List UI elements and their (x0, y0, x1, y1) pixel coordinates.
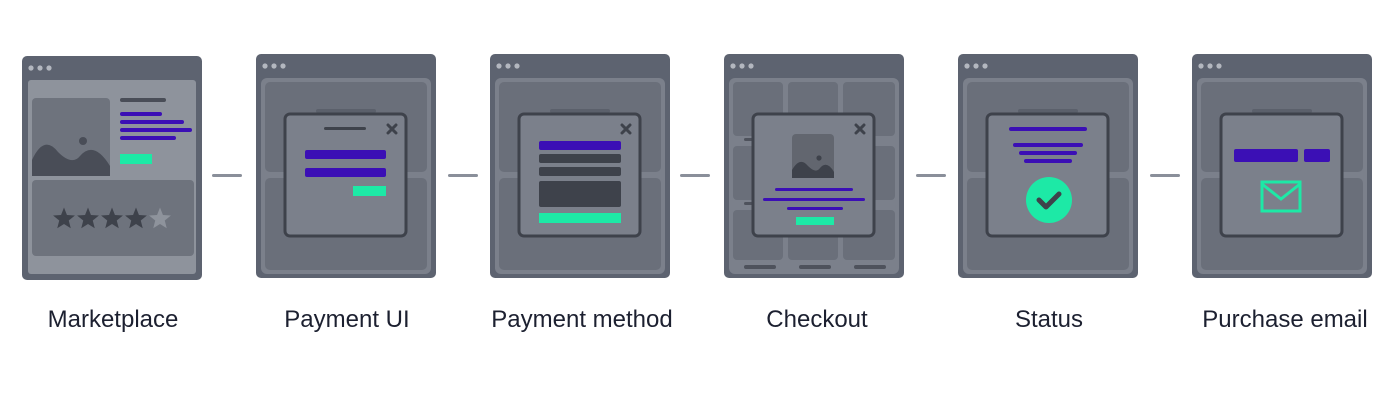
step-purchase-email (1192, 54, 1372, 280)
close-icon (854, 123, 866, 135)
checkout-illustration (724, 54, 904, 278)
rating-stars (53, 207, 171, 229)
star-icon (149, 207, 171, 229)
close-icon (620, 123, 632, 135)
connector-line (680, 174, 710, 177)
star-icon (101, 207, 123, 229)
payment-method-illustration (490, 54, 670, 278)
connector-line (916, 174, 946, 177)
status-illustration (958, 54, 1138, 278)
marketplace-illustration (22, 56, 202, 280)
image-icon (32, 98, 110, 176)
step-label-payment-ui: Payment UI (284, 306, 410, 333)
step-label-status: Status (1014, 306, 1084, 333)
step-label-marketplace: Marketplace (47, 306, 179, 333)
envelope-icon (1260, 180, 1302, 213)
step-marketplace (22, 54, 202, 280)
star-icon (125, 207, 147, 229)
step-label-checkout: Checkout (766, 306, 868, 333)
connector-line (448, 174, 478, 177)
step-label-payment-method: Payment method (491, 306, 673, 333)
step-payment-method (490, 54, 670, 280)
checkmark-icon (1026, 177, 1072, 223)
step-checkout (724, 54, 904, 280)
step-label-purchase-email: Purchase email (1202, 306, 1368, 333)
payment-ui-illustration (256, 54, 436, 278)
close-icon (386, 123, 398, 135)
step-status (958, 54, 1138, 280)
step-payment-ui (256, 54, 436, 280)
image-icon (792, 134, 834, 178)
star-icon (53, 207, 75, 229)
star-icon (77, 207, 99, 229)
connector-line (1150, 174, 1180, 177)
connector-line (212, 174, 242, 177)
purchase-email-illustration (1192, 54, 1372, 278)
